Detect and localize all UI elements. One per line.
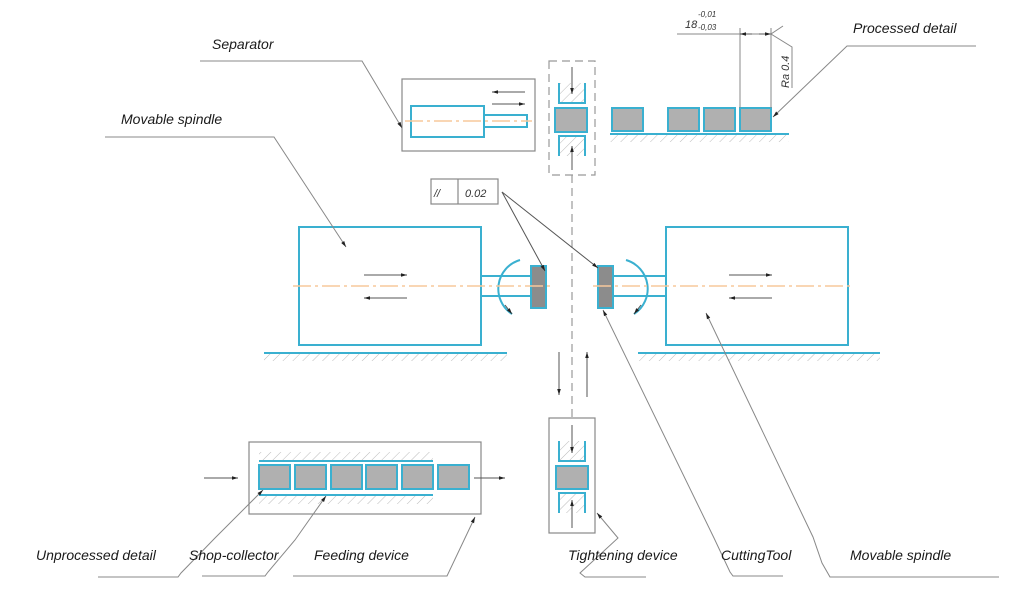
parallelism-tolerance: // 0.02: [430, 178, 599, 272]
processed-part: [739, 107, 772, 132]
shop-collector-leader: [202, 495, 327, 577]
unprocessed-detail-label: Unprocessed detail: [36, 547, 157, 563]
tightening-part: [555, 465, 589, 490]
shop-collector-label: Shop-collector: [189, 547, 280, 563]
tightening-device-leader: [579, 512, 646, 578]
separator-frame: [401, 78, 536, 152]
unprocessed-part: [401, 464, 434, 490]
roughness-value: Ra 0.4: [780, 56, 792, 88]
left-cutting-tool: [530, 265, 547, 309]
tightening-device-label: Tightening device: [568, 547, 678, 563]
unprocessed-part: [330, 464, 363, 490]
dimension-upper: -0,01: [698, 10, 716, 19]
unprocessed-part: [294, 464, 327, 490]
feeding-device-label: Feeding device: [314, 547, 409, 563]
separator-assembly: [401, 78, 536, 152]
processed-detail-label: Processed detail: [853, 20, 957, 36]
processed-detail-leader: [772, 45, 976, 118]
right-spindle-label: Movable spindle: [850, 547, 951, 563]
feeding-device: [204, 441, 505, 515]
cutting-tool-leader: [602, 309, 783, 577]
dimension-lower: -0,03: [698, 23, 717, 32]
processed-part: [703, 107, 736, 132]
right-spindle-leader: [705, 312, 999, 578]
unprocessed-part: [258, 464, 291, 490]
processed-part: [667, 107, 700, 132]
left-spindle-label: Movable spindle: [121, 111, 222, 127]
tolerance-value: 0.02: [465, 188, 486, 200]
separator-label: Separator: [212, 36, 275, 52]
processed-details: 18 -0,01 -0,03 Ra 0.4: [610, 10, 793, 142]
cutting-tool-label: CuttingTool: [721, 547, 792, 563]
right-spindle: [593, 226, 880, 361]
left-rotation-arc: [497, 259, 521, 315]
top-clamp: [548, 60, 596, 176]
right-rotation-arc: [625, 259, 649, 315]
separator-leader: [200, 60, 403, 129]
unprocessed-detail-leader: [98, 489, 264, 578]
tightening-device: [548, 417, 596, 534]
tightening-frame: [548, 417, 596, 534]
left-spindle-leader: [105, 136, 347, 248]
roughness-symbol: [770, 25, 793, 88]
feeding-device-leader: [293, 516, 476, 577]
unprocessed-part: [365, 464, 398, 490]
processed-part: [611, 107, 644, 132]
left-spindle: [264, 226, 552, 361]
tolerance-symbol: //: [433, 188, 441, 200]
right-cutting-tool: [597, 265, 614, 309]
unprocessed-part: [437, 464, 470, 490]
dimension-nominal: 18: [685, 19, 698, 31]
top-clamp-part: [554, 107, 588, 133]
